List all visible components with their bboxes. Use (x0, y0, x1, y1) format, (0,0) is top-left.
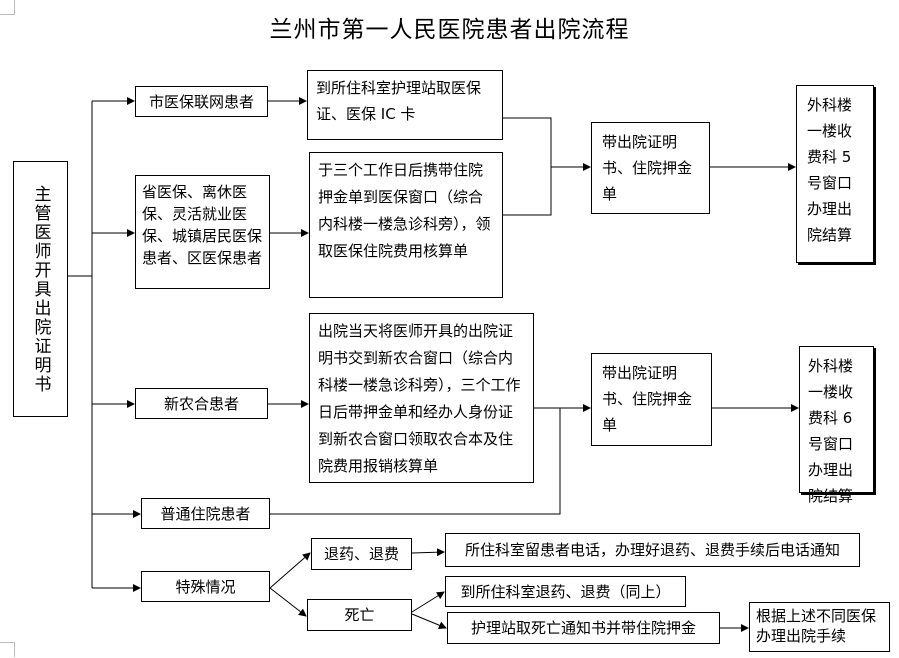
corner-mark (0, 642, 15, 657)
branch-special-case: 特殊情况 (141, 571, 270, 602)
corner-mark (0, 0, 15, 15)
death-final-procedure: 根据上述不同医保办理出院手续 (749, 602, 890, 652)
death-step-notice: 护理站取死亡通知书并带住院押金 (447, 612, 720, 644)
bring-certificate-deposit-1: 带出院证明书、住院押金单 (591, 122, 710, 214)
refund-notification-note: 所住科室留患者电话，办理好退药、退费手续后电话通知 (445, 533, 860, 567)
branch-city-insurance: 市医保联网患者 (135, 86, 268, 117)
final-window-5: 外科楼一楼收费科 5 号窗口办理出院结算 (796, 85, 874, 263)
step-insurance-settlement: 于三个工作日后携带住院押金单到医保窗口（综合内科楼一楼急诊科旁），领取医保住院费… (309, 152, 503, 298)
root-doctor-certificate: 主管医师开具出院证明书 (13, 161, 68, 417)
special-refund: 退药、退费 (311, 538, 412, 570)
special-death: 死亡 (307, 599, 412, 631)
step-collect-insurance-card: 到所住科室护理站取医保证、医保 IC 卡 (307, 70, 503, 140)
death-step-refund: 到所住科室退药、退费（同上） (445, 576, 686, 607)
branch-regular-inpatient: 普通住院患者 (141, 498, 270, 529)
final-window-6: 外科楼一楼收费科 6 号窗口办理出院结算 (799, 346, 874, 505)
branch-rural-cooperative: 新农合患者 (135, 388, 268, 419)
page-title: 兰州市第一人民医院患者出院流程 (269, 17, 630, 43)
bring-certificate-deposit-2: 带出院证明书、住院押金单 (591, 353, 712, 446)
branch-province-insurance: 省医保、离休医保、灵活就业医保、城镇居民医保患者、区医保患者 (135, 175, 270, 289)
step-rural-settlement: 出院当天将医师开具的出院证明书交到新农合窗口（综合内科楼一楼急诊科旁），三个工作… (309, 313, 534, 483)
